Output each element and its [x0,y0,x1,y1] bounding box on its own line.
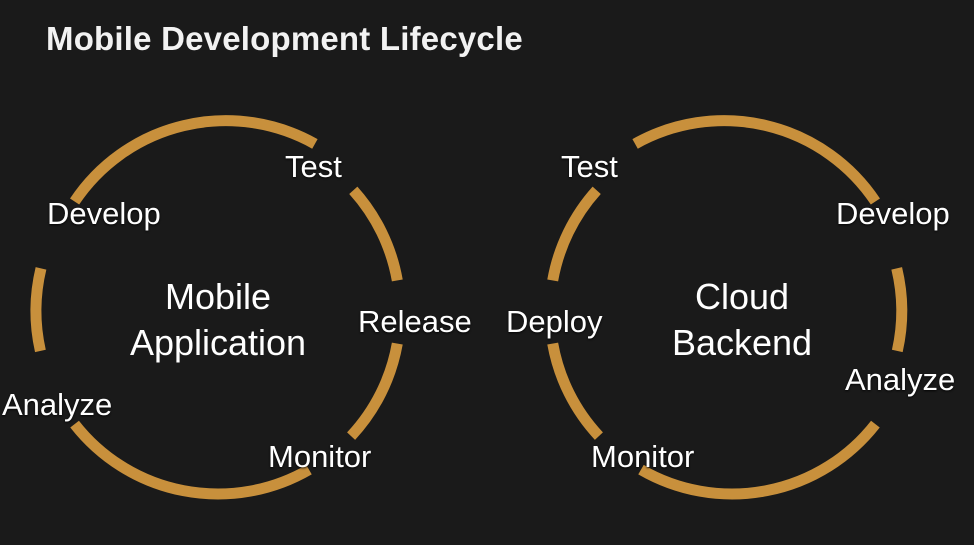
right-stage-deploy[interactable]: Deploy [506,304,603,339]
right-arc-deploy-to-test [547,186,601,282]
left-arc-test-to-release [349,186,403,282]
right-stage-develop[interactable]: Develop [836,196,950,231]
right-cycle-center-line-1: Cloud [694,276,790,317]
right-stage-monitor[interactable]: Monitor [591,439,695,474]
right-cycle-center-line-2: Backend [671,322,813,364]
left-stage-develop[interactable]: Develop [47,196,161,231]
right-stage-analyze[interactable]: Analyze [845,362,956,397]
right-arc-analyze-to-monitor [638,420,880,500]
right-arc-test-to-develop [632,115,880,205]
left-cycle-ring [30,115,403,500]
left-cycle-center-label: Mobile Application [118,274,318,366]
left-stage-analyze[interactable]: Analyze [2,387,113,422]
left-arc-release-to-monitor [347,342,403,440]
left-cycle-center-line-1: Mobile [164,276,272,317]
right-arc-develop-to-analyze [891,267,908,353]
left-arc-monitor-to-analyze [70,420,312,500]
right-arc-monitor-to-deploy [547,342,603,440]
right-cycle-ring [547,115,908,500]
left-stage-test[interactable]: Test [285,149,342,184]
right-cycle-center-label: Cloud Backend [642,274,842,366]
left-stage-release[interactable]: Release [358,304,472,339]
left-arc-develop-to-test [70,115,318,205]
page-title: Mobile Development Lifecycle [46,20,523,57]
left-arc-analyze-to-develop [30,267,47,353]
right-stage-test[interactable]: Test [561,149,618,184]
left-cycle-center-line-2: Application [129,322,307,364]
left-stage-monitor[interactable]: Monitor [268,439,372,474]
